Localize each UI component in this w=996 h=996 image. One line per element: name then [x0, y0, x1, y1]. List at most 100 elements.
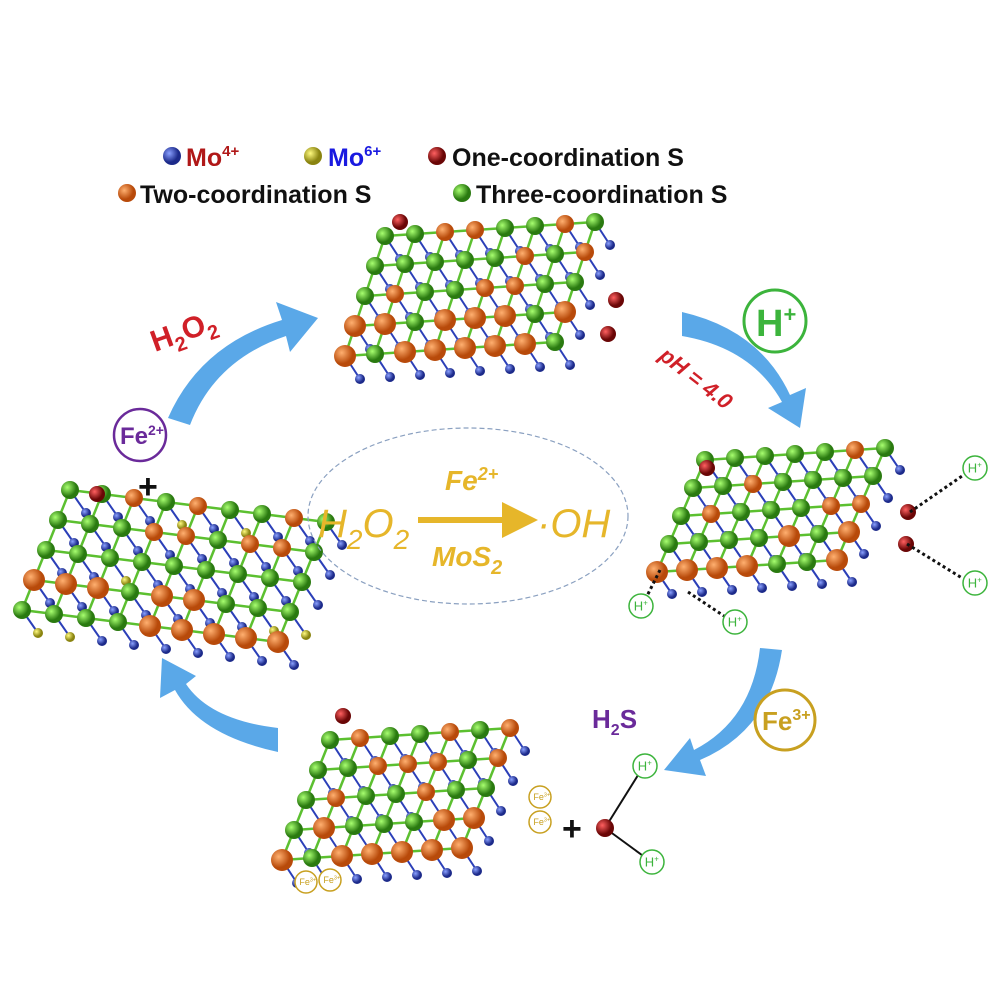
- legend-label: Two-coordination S: [140, 181, 371, 209]
- mo-atom: [883, 493, 893, 503]
- mo-atom: [667, 589, 677, 599]
- two-coord-s-atom: [271, 849, 293, 871]
- mo-atom: [505, 364, 515, 374]
- three-coord-s-atom: [526, 305, 544, 323]
- arrow-top-to-right: [682, 312, 806, 428]
- svg-text:Fe3+: Fe3+: [533, 792, 550, 802]
- legend-label: Three-coordination S: [476, 181, 727, 209]
- h2s-molecule: [596, 771, 647, 859]
- three-coord-s-atom: [810, 525, 828, 543]
- three-coord-s-atom: [864, 467, 882, 485]
- svg-text:Fe3+: Fe3+: [323, 875, 340, 885]
- three-coord-s-atom: [526, 217, 544, 235]
- small-h-plus-badges: H+H+H+H+H+H+: [628, 455, 988, 875]
- three-coord-s-atom: [411, 725, 429, 743]
- two-coord-s-atom: [433, 809, 455, 831]
- ion-badge: Fe3+: [528, 810, 552, 834]
- ion-badge: H+: [962, 570, 988, 596]
- legend-item-three-coord-s: Three-coordination S: [453, 181, 727, 209]
- three-coord-s-atom: [396, 255, 414, 273]
- mo-atom: [97, 636, 107, 646]
- two-coord-s-atom: [417, 783, 435, 801]
- two-coord-s-atom: [189, 497, 207, 515]
- three-coord-s-atom: [486, 249, 504, 267]
- three-coord-s-atom: [13, 601, 31, 619]
- mo-atom: [595, 270, 605, 280]
- one-coord-s-atom: [898, 536, 914, 552]
- two-coord-s-atom: [429, 753, 447, 771]
- three-coord-s-atom: [157, 493, 175, 511]
- mo-atom: [697, 587, 707, 597]
- three-coord-s-atom: [209, 531, 227, 549]
- three-coord-s-atom: [672, 507, 690, 525]
- three-coord-s-atom: [381, 727, 399, 745]
- ion-badge: H+: [639, 849, 665, 875]
- two-coord-s-atom: [331, 845, 353, 867]
- reaction-catalyst-mos2: MoS2: [432, 541, 502, 579]
- mo4-atom-icon: [163, 147, 181, 165]
- three-coord-s-atom: [37, 541, 55, 559]
- mos2-lattice: [334, 213, 624, 384]
- three-coord-s-atom: [69, 545, 87, 563]
- two-coord-s-atom: [706, 557, 728, 579]
- fe3-badge: Fe3+: [753, 688, 817, 752]
- two-coord-s-atom: [235, 627, 257, 649]
- mo-atom: [313, 600, 323, 610]
- three-coord-s-atom: [345, 817, 363, 835]
- arrow-left-to-top: [168, 302, 318, 425]
- svg-text:H+: H+: [634, 598, 648, 613]
- three-coord-s-atom: [726, 449, 744, 467]
- mo-atom: [225, 652, 235, 662]
- mo-atom: [161, 644, 171, 654]
- mo-atom: [33, 628, 43, 638]
- two-coord-s-atom: [466, 221, 484, 239]
- three-coord-s-atom: [406, 313, 424, 331]
- one-coord-s-atom: [89, 486, 105, 502]
- two-coord-s-atom: [55, 573, 77, 595]
- three-coord-s-atom: [121, 583, 139, 601]
- mos2-lattice: [271, 708, 530, 888]
- sulfur-atom: [596, 819, 614, 837]
- mos2-lattices: [13, 213, 916, 888]
- mo-atom: [787, 581, 797, 591]
- two-coord-s-atom: [514, 333, 536, 355]
- three-coord-s-atom: [768, 555, 786, 573]
- two-coord-s-atom: [436, 223, 454, 241]
- three-coord-s-atom: [756, 447, 774, 465]
- two-coord-s-atom: [374, 313, 396, 335]
- one-coord-s-atom: [900, 504, 916, 520]
- three-coord-s-atom: [496, 219, 514, 237]
- mo-atom: [337, 540, 347, 550]
- legend-item-one-coord-s: One-coordination S: [428, 144, 684, 172]
- two-coord-s-atom: [554, 301, 576, 323]
- mo-atom: [484, 836, 494, 846]
- three-coord-s-atom: [684, 479, 702, 497]
- two-coord-s-atom: [361, 843, 383, 865]
- three-coord-s-atom: [357, 787, 375, 805]
- legend-item-mo4: Mo4+: [163, 143, 239, 172]
- two-coord-s-atom: [267, 631, 289, 653]
- reaction-catalyst-fe: Fe2+: [445, 464, 499, 496]
- three-coord-s-atom: [303, 849, 321, 867]
- mo-atom: [871, 521, 881, 531]
- two-coord-s-atom: [327, 789, 345, 807]
- two-coord-s-atom: [852, 495, 870, 513]
- two-coord-s-atom: [145, 523, 163, 541]
- mo-atom: [605, 240, 615, 250]
- three-coord-s-atom: [297, 791, 315, 809]
- mo-atom: [757, 583, 767, 593]
- two-coord-s-atom: [151, 585, 173, 607]
- legend-label: Mo4+: [186, 143, 239, 172]
- two-coord-s-atom: [556, 215, 574, 233]
- three-coord-s-atom: [249, 599, 267, 617]
- three-coord-s-atom: [804, 471, 822, 489]
- three-coord-s-atom: [546, 245, 564, 263]
- mo-atom: [412, 870, 422, 880]
- two-coord-s-atom: [441, 723, 459, 741]
- mo-atom: [727, 585, 737, 595]
- ion-badge: Fe3+: [294, 870, 318, 894]
- svg-text:H+: H+: [968, 460, 982, 475]
- two-coord-s-atom: [421, 839, 443, 861]
- mo-atom: [129, 640, 139, 650]
